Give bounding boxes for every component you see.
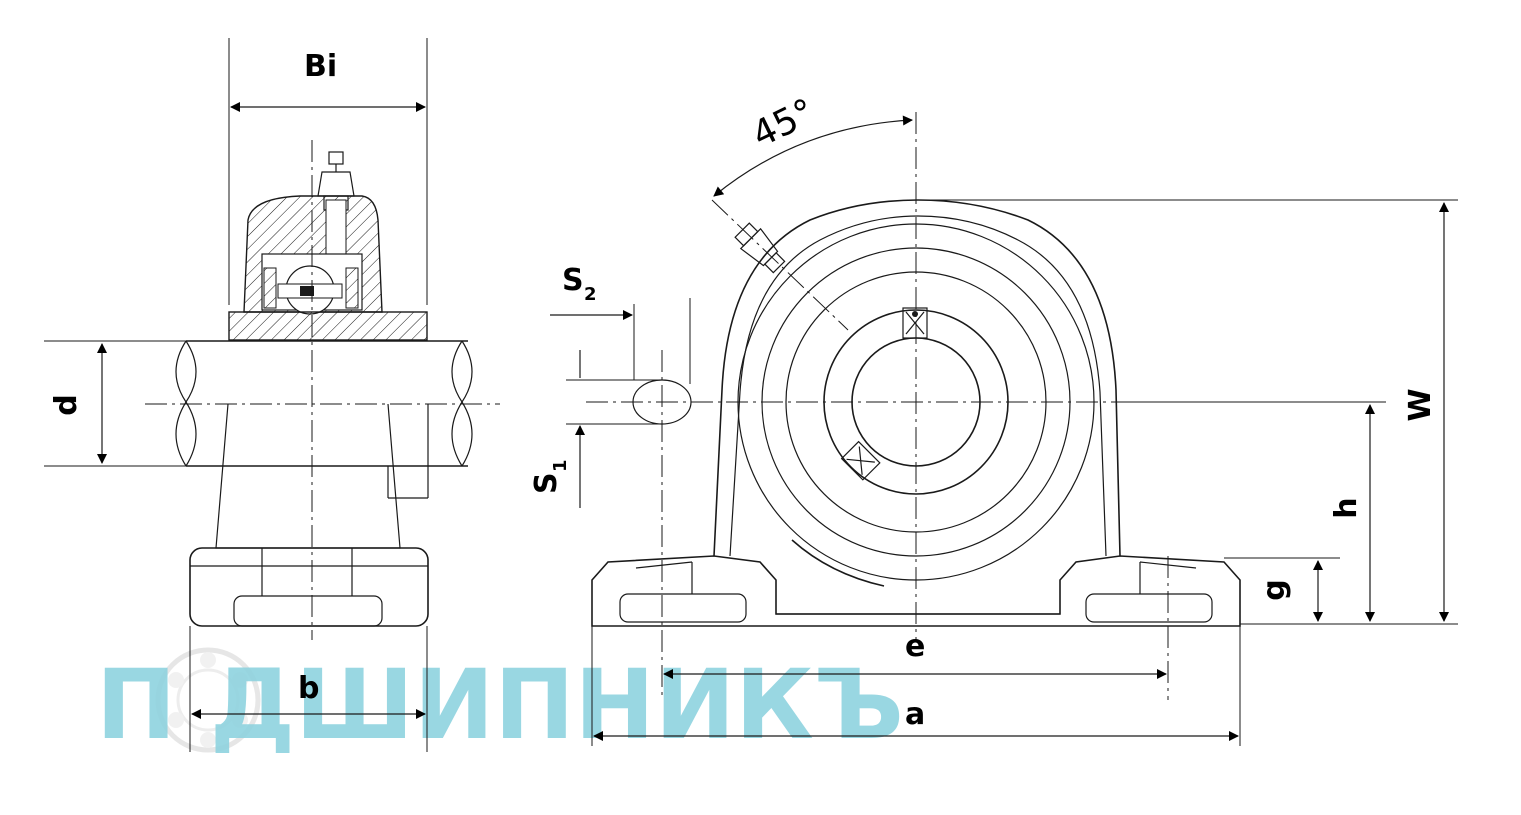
set-screw-top	[902, 307, 928, 339]
label-angle: 45°	[746, 91, 821, 156]
label-d: d	[49, 394, 84, 415]
front-view: 45° S 2 S 1 W h g e a	[529, 91, 1458, 746]
grease-nipple-angled	[734, 222, 786, 274]
base-front	[591, 555, 1241, 627]
set-screw-lower	[840, 440, 881, 481]
label-h: h	[1329, 497, 1364, 518]
angle-45-arrow	[713, 115, 913, 197]
bearing-logo-icon	[155, 647, 261, 753]
label-a: a	[905, 697, 925, 732]
foot-side	[189, 547, 429, 627]
shaft	[175, 340, 473, 467]
watermark-text: П ДШИПНИКЪ	[96, 649, 904, 761]
label-Bi: Bi	[304, 49, 337, 84]
label-b: b	[298, 671, 319, 706]
watermark-logo: П ДШИПНИКЪ	[96, 647, 904, 761]
label-e: e	[905, 629, 925, 664]
label-S2: S	[562, 263, 584, 298]
label-S1-sub: 1	[550, 459, 571, 472]
label-S2-sub: 2	[584, 284, 597, 305]
side-section-view: Bi	[44, 38, 500, 752]
label-g: g	[1257, 579, 1292, 600]
label-W: W	[1403, 388, 1438, 421]
label-S1: S	[529, 472, 564, 494]
